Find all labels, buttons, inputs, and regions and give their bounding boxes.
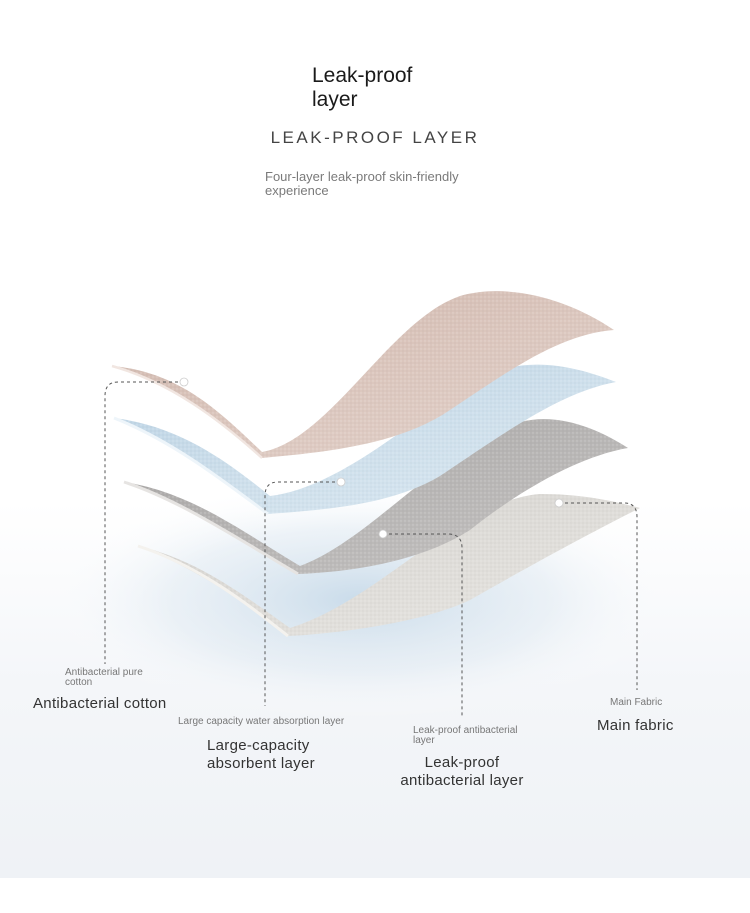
marker-absorbent xyxy=(336,477,346,487)
label-absorbent-line-1: Large-capacity xyxy=(207,737,310,754)
label-absorbent: Large-capacity absorbent layer xyxy=(207,737,347,773)
leader-line-main-fabric xyxy=(559,502,638,690)
label-small-absorbent: Large capacity water absorption layer xyxy=(178,716,345,727)
leader-line-antibacterial-cotton xyxy=(104,381,184,664)
marker-leak-proof xyxy=(378,529,388,539)
title-line-1: Leak-proof xyxy=(312,64,413,87)
title-line-2: layer xyxy=(312,88,358,111)
label-main-fabric: Main fabric xyxy=(597,717,674,734)
layer-absorbent xyxy=(113,364,616,516)
leader-line-absorbent xyxy=(264,481,341,706)
layer-main-fabric xyxy=(137,494,640,638)
label-antibacterial-cotton: Antibacterial cotton xyxy=(33,695,167,712)
page-subtitle: LEAK-PROOF LAYER xyxy=(270,128,480,147)
label-leak-proof: Leak-proof antibacterial layer xyxy=(391,754,533,790)
label-small-leak-proof: Leak-proof antibacterial layer xyxy=(413,725,518,746)
label-absorbent-line-2: absorbent layer xyxy=(207,755,315,772)
page-title: Leak-proof layer xyxy=(312,64,472,112)
layer-leak-proof xyxy=(123,419,628,576)
label-leak-proof-line-2: antibacterial layer xyxy=(400,772,524,789)
marker-antibacterial-cotton xyxy=(179,377,189,387)
marker-main-fabric xyxy=(554,498,564,508)
label-small-antibacterial-cotton: Antibacterial pure cotton xyxy=(65,667,143,688)
label-leak-proof-line-1: Leak-proof xyxy=(424,754,500,771)
page-description: Four-layer leak-proof skin-friendly expe… xyxy=(265,169,459,198)
label-small-main-fabric: Main Fabric xyxy=(610,697,663,708)
layer-antibacterial-cotton xyxy=(111,291,614,459)
footer-band xyxy=(0,878,750,913)
